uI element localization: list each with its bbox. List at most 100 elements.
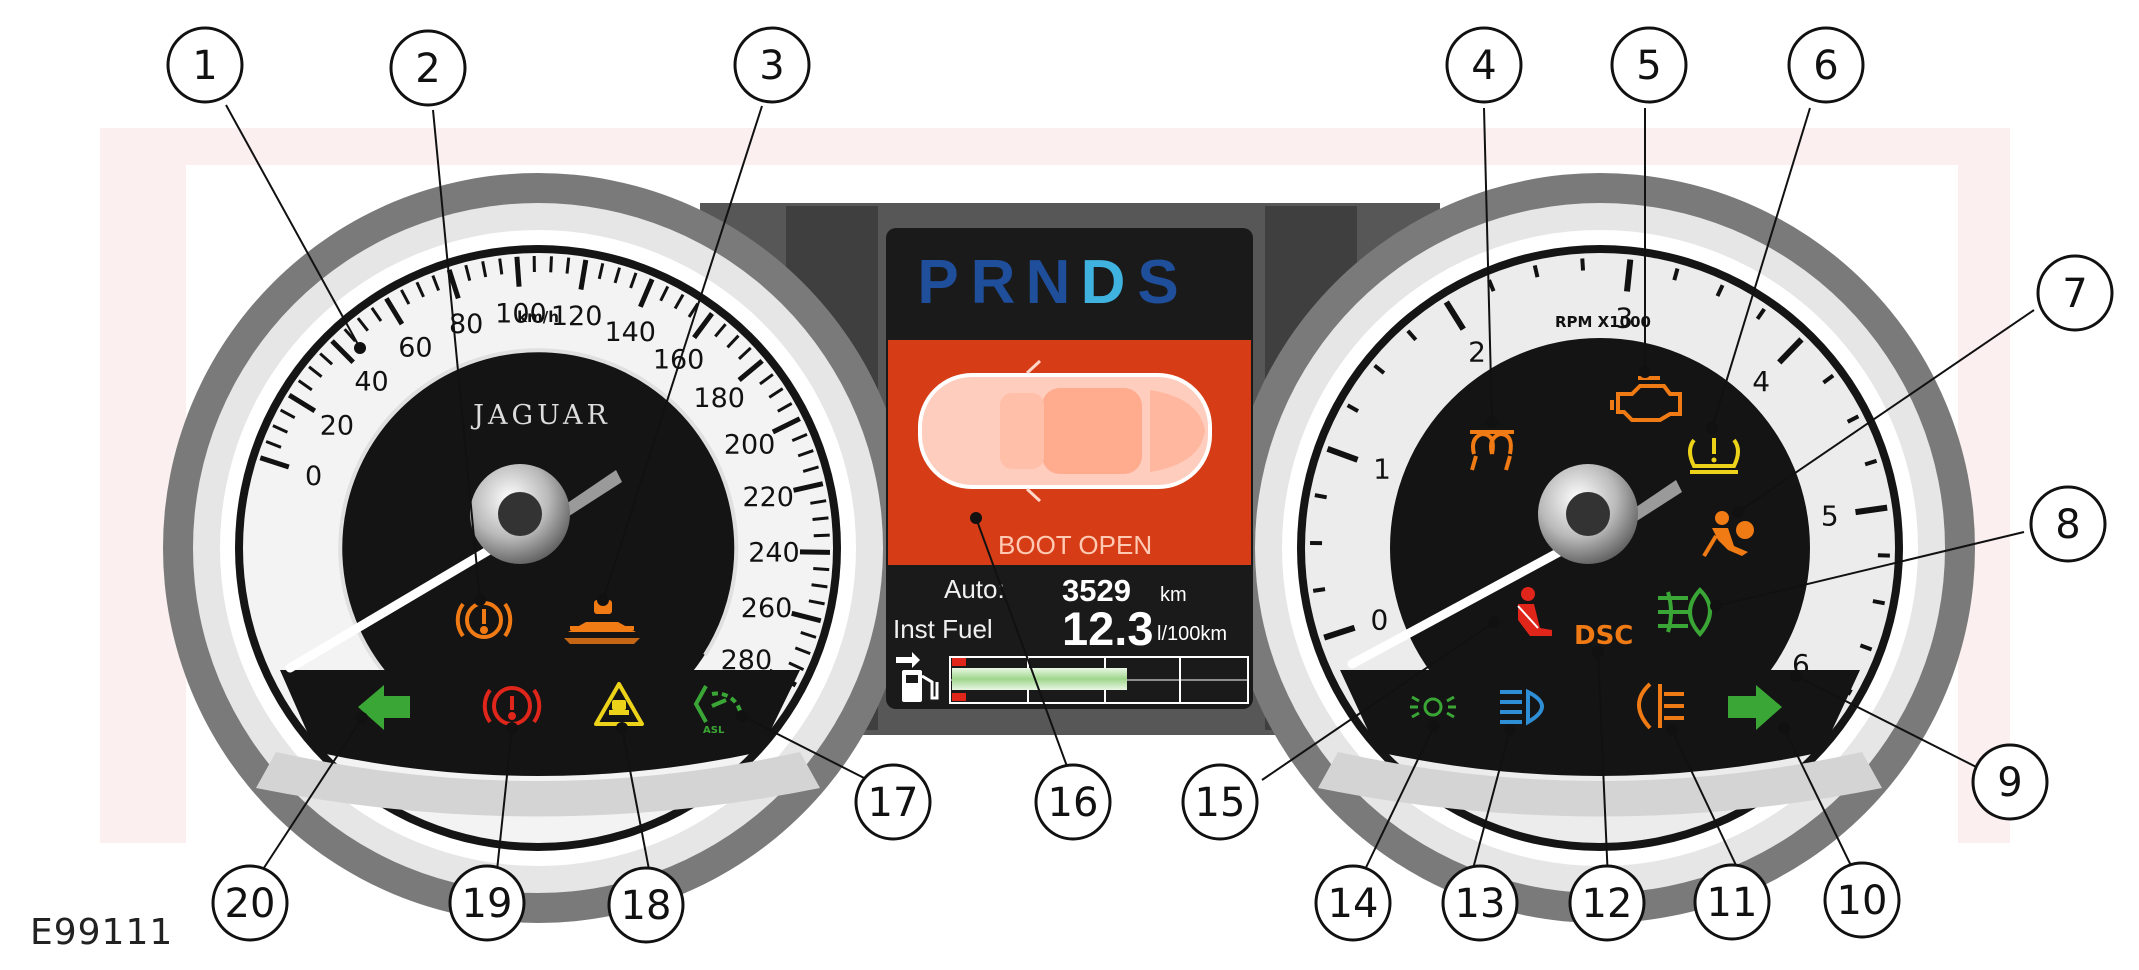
speedometer-tick: [578, 259, 589, 290]
speedometer-tick: [791, 610, 822, 624]
tire-pressure-warning-icon: [1688, 438, 1740, 474]
gear-p: P: [917, 248, 958, 317]
callout-leader-lines: [225, 104, 2035, 881]
tachometer-tick-label: 2: [1468, 335, 1486, 368]
speedometer-tick: [384, 297, 405, 326]
callout-circle: [1787, 26, 1865, 104]
speedometer-tick: [629, 272, 638, 289]
check-engine-icon: [1610, 376, 1682, 422]
speedometer-tick: [265, 440, 282, 449]
callout-number: 11: [1707, 880, 1758, 926]
callout-number: 12: [1582, 881, 1633, 927]
speedometer-tick: [514, 256, 522, 287]
fuel-level-gauge: [949, 656, 1249, 704]
speedometer-tick: [813, 533, 830, 538]
speedometer-needle-tail: [560, 470, 622, 518]
speedometer-tick-label: 40: [354, 367, 388, 398]
tachometer-tick: [1864, 458, 1878, 467]
message-text: BOOT OPEN: [998, 530, 1152, 560]
callout-circle: [1568, 864, 1646, 942]
callout-circle: [1971, 743, 2049, 821]
callout-number: 18: [621, 883, 672, 929]
callout-circle: [854, 763, 932, 841]
tachometer-tick: [1323, 624, 1356, 641]
speedometer-tick: [464, 264, 472, 281]
speedometer-tick-label: 20: [320, 410, 354, 441]
speedometer-tick: [415, 281, 425, 298]
callout-number: 7: [2062, 271, 2087, 317]
speedometer-tick: [549, 256, 553, 273]
tachometer-tick: [1312, 587, 1326, 593]
tachometer-bottom-chrome: [1318, 752, 1882, 817]
row1-unit: km: [1160, 584, 1187, 606]
callout-endpoint-dots: [354, 342, 1802, 736]
speedometer-unit: km/h: [517, 308, 559, 326]
fuel-pump-icon: [896, 652, 939, 702]
speedometer-tick-label: 160: [653, 344, 705, 375]
speedometer-tick: [343, 328, 357, 343]
speedometer-tick-label: 260: [741, 593, 793, 624]
speedometer-tick: [400, 289, 411, 305]
tachometer-tick-label: 4: [1752, 365, 1770, 398]
speedometer-tick: [687, 302, 700, 318]
speedometer-tick: [565, 257, 571, 274]
speedometer-tick: [431, 275, 441, 292]
callout-number: 10: [1837, 878, 1888, 924]
speedometer-tick: [777, 402, 793, 413]
tachometer-ticks: [1310, 258, 1890, 696]
speedometer-tick: [737, 358, 764, 383]
tachometer-tick: [1406, 329, 1418, 342]
glow-plug-icon: [1470, 430, 1514, 471]
speedometer-tick: [813, 566, 830, 572]
speedometer-tick: [812, 516, 829, 521]
callout-number: 9: [1997, 760, 2022, 806]
speedometer-hub-cap: [498, 492, 542, 536]
seat-belt-warning-icon: [1517, 587, 1552, 636]
tachometer-tick: [1346, 403, 1360, 413]
callout-circle: [448, 864, 526, 942]
speedometer-tick: [800, 631, 817, 639]
tachometer-tick-label: 1: [1373, 453, 1391, 486]
callout-number: 8: [2055, 502, 2080, 548]
gear-r: R: [971, 248, 1016, 317]
tachometer-tick: [1373, 363, 1386, 375]
speedometer-tick: [692, 312, 714, 340]
speedometer-tick-label: 100: [495, 299, 547, 330]
tachometer-tick: [1532, 264, 1540, 278]
tachometer-tick: [1314, 493, 1328, 500]
speedometer-tick: [788, 661, 805, 671]
callout-circle: [1314, 864, 1392, 942]
callout-circle: [1610, 26, 1688, 104]
callout-circle: [1181, 763, 1259, 841]
speedometer-tick: [793, 481, 824, 493]
speedometer-tick: [272, 424, 289, 434]
callout-number: 15: [1195, 780, 1246, 826]
jaguar-logo-text: JAGUAR: [470, 400, 611, 431]
gear-n: N: [1026, 248, 1071, 317]
callout-number: 1: [192, 43, 217, 89]
tachometer-tick: [1872, 599, 1886, 606]
callout-circle: [166, 26, 244, 104]
speedometer-tick-label: 180: [693, 383, 745, 414]
tachometer-tick-label: 3: [1615, 301, 1633, 334]
tachometer-tick: [1822, 373, 1835, 385]
speedometer-tick: [714, 323, 727, 338]
speedometer-tick: [498, 258, 504, 275]
row2-label: Inst Fuel: [893, 614, 993, 644]
speedometer-tick-label: 140: [604, 317, 656, 348]
callout-number: 17: [868, 780, 919, 826]
tachometer-tick: [1580, 258, 1586, 271]
tachometer-tick: [1846, 414, 1860, 424]
speedometer-tick-label: 120: [551, 301, 603, 332]
left-turn-indicator-icon: [358, 685, 410, 730]
svg-text:ASL: ASL: [703, 725, 725, 736]
callout-number: 14: [1328, 881, 1379, 927]
speedometer-tick: [597, 262, 605, 280]
callout-circle: [733, 26, 811, 104]
speedometer-tick: [811, 583, 828, 589]
callout-number: 5: [1636, 43, 1661, 89]
